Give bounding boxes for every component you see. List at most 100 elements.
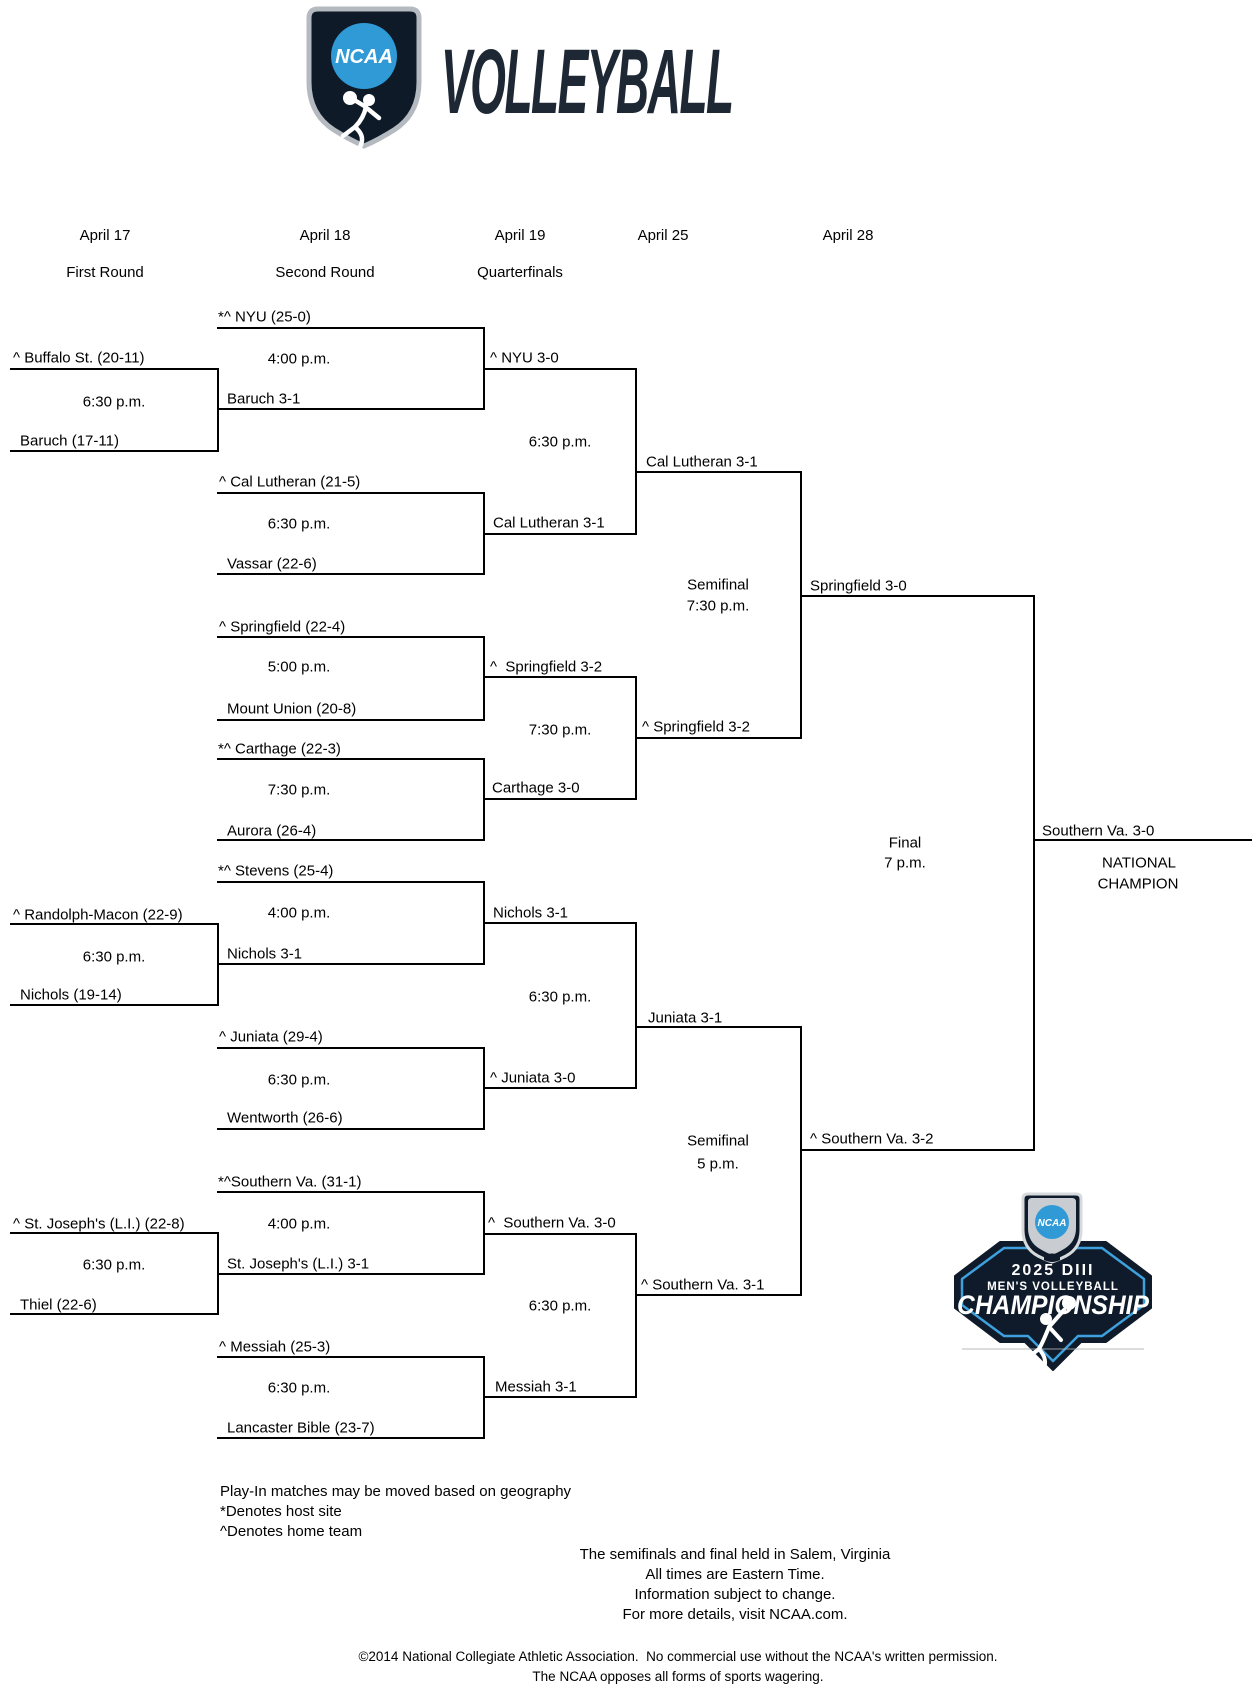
- ncaa-wordmark-small: NCAA: [335, 46, 393, 68]
- time-label: 5 p.m.: [697, 1155, 739, 1173]
- bracket-line: [483, 533, 637, 535]
- time-label: 6:30 p.m.: [267, 515, 331, 533]
- note-info: Information subject to change.: [634, 1586, 836, 1603]
- team-label: Mount Union (20-8): [227, 700, 357, 718]
- team-label: *^Southern Va. (31-1): [218, 1173, 362, 1191]
- bracket-connector: [483, 881, 485, 965]
- bracket-line: [635, 737, 802, 739]
- time-label: 5:00 p.m.: [267, 658, 331, 676]
- team-label: Aurora (26-4): [227, 822, 317, 840]
- winner-label: ^ Southern Va. 3-2: [810, 1130, 934, 1148]
- bracket-connector: [483, 492, 485, 575]
- bracket-line: [217, 839, 485, 841]
- team-label: Nichols (19-14): [20, 986, 122, 1004]
- champ-logo-sport: MEN'S VOLLEYBALL: [987, 1281, 1119, 1293]
- champ-logo-title: CHAMPIONSHIP: [957, 1290, 1150, 1320]
- winner-label: ^ Southern Va. 3-1: [641, 1276, 765, 1294]
- column-round-second-round: Second Round: [275, 264, 375, 281]
- team-label: ^ Juniata (29-4): [219, 1028, 323, 1046]
- winner-label: ^ Springfield 3-2: [642, 718, 750, 736]
- bracket-line: [483, 1087, 637, 1089]
- bracket-line: [635, 1026, 802, 1028]
- champ-logo-year: 2025 DIII: [1012, 1262, 1095, 1279]
- time-label: 6:30 p.m.: [267, 1071, 331, 1089]
- bracket-line: [483, 1396, 637, 1398]
- bracket-line: [483, 922, 637, 924]
- bracket-line: [217, 408, 485, 410]
- bracket-line: [10, 1313, 219, 1315]
- winner-label: ^ NYU 3-0: [490, 349, 559, 367]
- bracket-line: [217, 1437, 485, 1439]
- time-label: 7:30 p.m.: [267, 781, 331, 799]
- bracket-line: [483, 1233, 637, 1235]
- ncaa-wordmark-tiny: NCAA: [1038, 1218, 1067, 1229]
- bracket-line: [483, 368, 637, 370]
- team-label: ^ Cal Lutheran (21-5): [219, 473, 361, 491]
- note-playin: Play-In matches may be moved based on ge…: [220, 1483, 572, 1500]
- time-label: 7:30 p.m.: [686, 597, 750, 615]
- time-label: 6:30 p.m.: [528, 1297, 592, 1315]
- bracket-connector: [483, 1356, 485, 1439]
- bracket-connector: [483, 1047, 485, 1130]
- team-label: Vassar (22-6): [227, 555, 317, 573]
- bracket-connector: [217, 923, 219, 1006]
- bracket-line: [10, 1232, 219, 1234]
- team-label: *^ NYU (25-0): [218, 308, 311, 326]
- team-label: ^ Buffalo St. (20-11): [13, 349, 145, 367]
- team-label: Baruch 3-1: [227, 390, 301, 408]
- bracket-connector: [483, 758, 485, 841]
- team-label: Baruch (17-11): [20, 432, 119, 450]
- champion-title: CHAMPION: [1097, 875, 1179, 893]
- bracket-connector: [635, 1233, 637, 1398]
- bracket-line: [483, 676, 637, 678]
- team-label: Nichols 3-1: [227, 945, 303, 963]
- team-label: Wentworth (26-6): [227, 1109, 343, 1127]
- note-venue: The semifinals and final held in Salem, …: [579, 1546, 891, 1563]
- bracket-connector: [635, 368, 637, 535]
- column-date-april-25: April 25: [637, 227, 689, 244]
- bracket-line: [217, 573, 485, 575]
- bracket-line: [217, 327, 485, 329]
- winner-label: Nichols 3-1: [493, 904, 569, 922]
- champion-title: NATIONAL: [1102, 854, 1176, 872]
- time-label: 7:30 p.m.: [528, 721, 592, 739]
- championship-logo: 2025 DIII MEN'S VOLLEYBALL CHAMPIONSHIP …: [954, 1192, 1152, 1373]
- winner-label: ^ Southern Va. 3-0: [488, 1214, 616, 1232]
- winner-label: Cal Lutheran 3-1: [646, 453, 758, 471]
- winner-label: ^ Springfield 3-2: [490, 658, 603, 676]
- bracket-line: [217, 1191, 485, 1193]
- bracket-line: [800, 1149, 1035, 1151]
- note-host-site: *Denotes host site: [220, 1503, 342, 1520]
- time-label: 6:30 p.m.: [528, 433, 592, 451]
- time-label: 4:00 p.m.: [267, 1215, 331, 1233]
- bracket-line: [217, 758, 485, 760]
- bracket-line: [217, 963, 485, 965]
- bracket-line: [10, 450, 219, 452]
- column-date-april-17: April 17: [79, 227, 131, 244]
- note-home-team: ^Denotes home team: [220, 1523, 363, 1540]
- bracket-connector: [217, 1232, 219, 1315]
- winner-label: Springfield 3-0: [810, 577, 907, 595]
- bracket-connector: [217, 368, 219, 452]
- team-label: ^ Randolph-Macon (22-9): [13, 906, 183, 924]
- round-label: Final: [888, 834, 922, 852]
- column-date-april-18: April 18: [299, 227, 351, 244]
- bracket-connector: [483, 1191, 485, 1275]
- ncaa-shield-small: NCAA: [1021, 1192, 1083, 1264]
- time-label: 4:00 p.m.: [267, 350, 331, 368]
- bracket-line: [217, 1273, 485, 1275]
- round-label: Semifinal: [687, 576, 749, 594]
- note-details: For more details, visit NCAA.com.: [622, 1606, 848, 1623]
- column-date-april-19: April 19: [494, 227, 546, 244]
- team-label: ^ St. Joseph's (L.I.) (22-8): [13, 1215, 185, 1233]
- team-label: ^ Messiah (25-3): [219, 1338, 331, 1356]
- champion-label: Southern Va. 3-0: [1042, 822, 1155, 840]
- bracket-connector: [635, 922, 637, 1089]
- bracket-line: [217, 1047, 485, 1049]
- bracket-connector: [483, 636, 485, 721]
- team-label: ^ Springfield (22-4): [219, 618, 346, 636]
- column-date-april-28: April 28: [822, 227, 874, 244]
- bracket-line: [217, 1128, 485, 1130]
- bracket-line: [800, 595, 1035, 597]
